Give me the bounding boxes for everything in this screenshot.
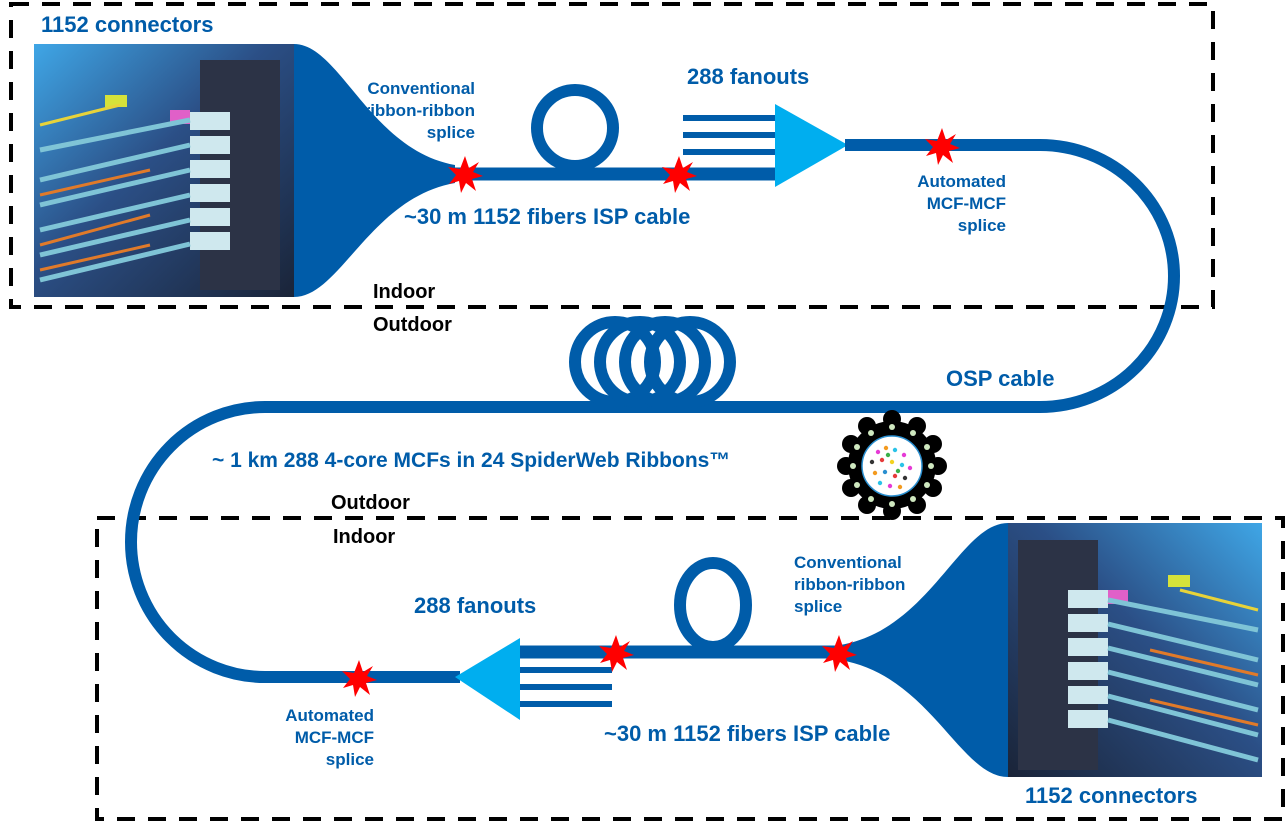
patch-panel-photo-site-a xyxy=(34,44,294,297)
fanouts-label-site-a: 288 fanouts xyxy=(687,64,810,89)
isp-cable-site-a xyxy=(450,84,780,181)
zone-label-outdoor-b: Outdoor xyxy=(331,492,410,514)
splice-icon-ribbon-a xyxy=(448,156,483,193)
connectors-label-site-a: 1152 connectors xyxy=(41,12,214,37)
osp-span-label: ~ 1 km 288 4-core MCFs in 24 SpiderWeb R… xyxy=(212,449,731,472)
ribbon-fanin-site-a xyxy=(294,44,455,297)
osp-cable-route xyxy=(125,139,1180,683)
osp-slack-coil xyxy=(569,316,736,408)
isp-cable-label-site-b: ~30 m 1152 fibers ISP cable xyxy=(604,721,891,746)
patch-panel-photo-site-b xyxy=(1008,523,1262,777)
isp-cable-site-b xyxy=(520,557,845,659)
fanout-device-site-b xyxy=(455,638,520,720)
fanout-device-site-a xyxy=(775,104,848,187)
fanout-legs-site-b xyxy=(520,667,612,707)
connectors-label-site-b: 1152 connectors xyxy=(1025,783,1198,808)
splice-icon-fanout-a xyxy=(662,156,697,193)
fanout-legs-site-a xyxy=(683,115,776,155)
osp-cable-label: OSP cable xyxy=(946,366,1055,391)
fanouts-label-site-b: 288 fanouts xyxy=(414,593,537,618)
splice-icon-ribbon-b xyxy=(822,635,857,672)
ribbon-splice-label-site-b: Conventional ribbon-ribbon splice xyxy=(794,553,906,616)
cable-cross-section-icon xyxy=(837,410,947,520)
ribbon-splice-label-site-a: Conventional ribbon-ribbon splice xyxy=(363,79,475,142)
zone-label-indoor-a: Indoor xyxy=(373,281,436,303)
mcf-splice-label-site-a: Automated MCF-MCF splice xyxy=(917,172,1006,235)
splice-icon-fanout-b xyxy=(599,635,634,672)
isp-cable-label-site-a: ~30 m 1152 fibers ISP cable xyxy=(404,204,691,229)
splice-icon-mcf-a xyxy=(925,128,960,165)
zone-label-indoor-b: Indoor xyxy=(333,526,396,548)
mcf-splice-label-site-b: Automated MCF-MCF splice xyxy=(285,706,374,769)
zone-label-outdoor-a: Outdoor xyxy=(373,314,452,336)
splice-icon-mcf-b xyxy=(342,660,377,697)
splice-icons xyxy=(342,128,960,697)
indoor-boundary-site-b xyxy=(95,516,1285,821)
ribbon-fanin-site-b xyxy=(840,523,1008,777)
indoor-boundary-site-a xyxy=(9,2,1215,309)
